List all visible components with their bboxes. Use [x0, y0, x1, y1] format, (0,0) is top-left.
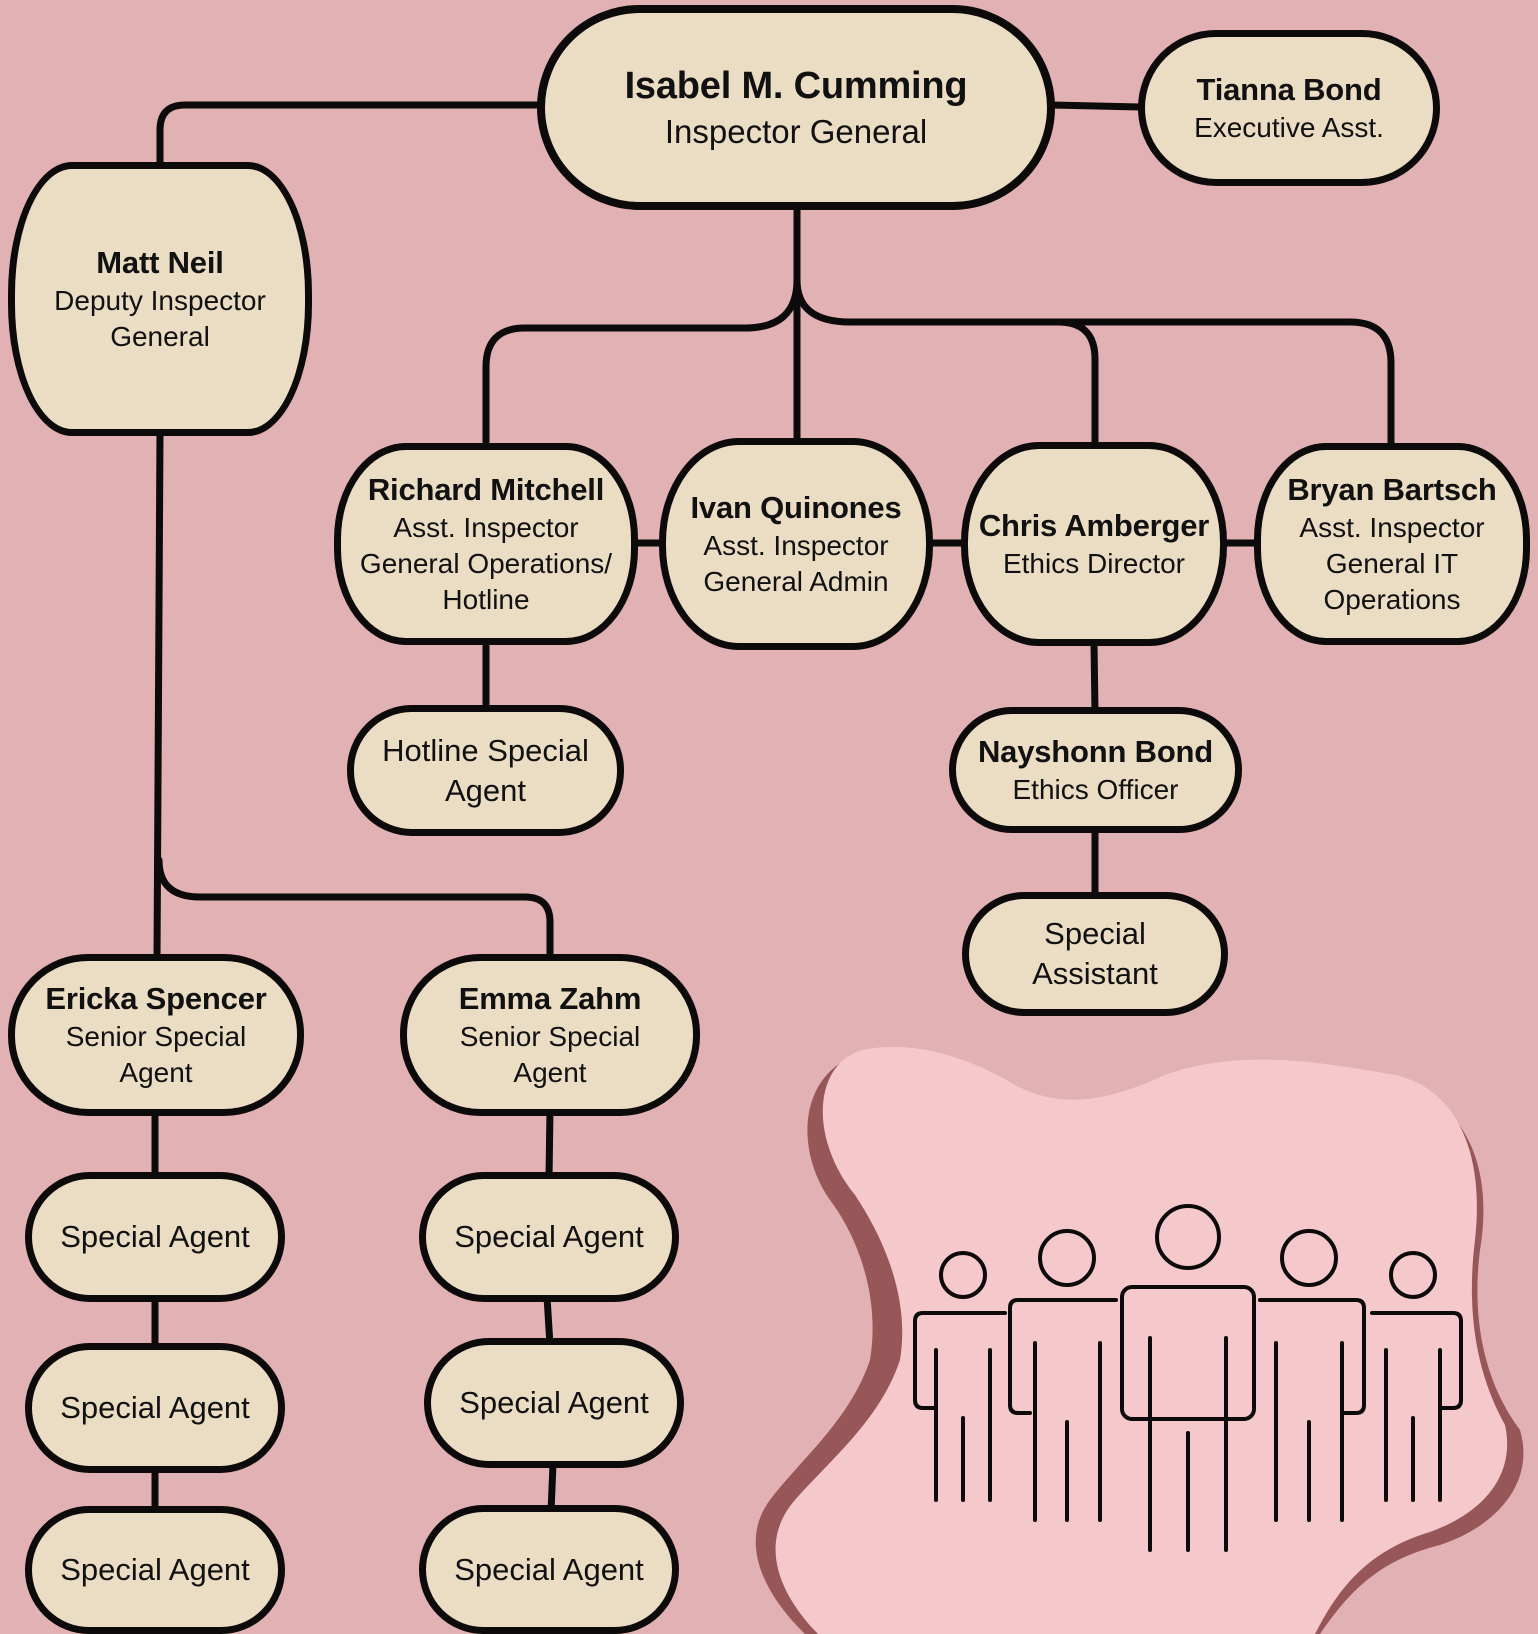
node-title: Executive Asst. — [1194, 111, 1384, 143]
node-aig-admin: Ivan Quinones Asst. Inspector General Ad… — [659, 438, 933, 650]
node-senior-special-agent-zahm: Emma Zahm Senior Special Agent — [400, 954, 700, 1116]
node-label: Special Agent — [60, 1219, 250, 1255]
person-icon — [939, 1251, 987, 1299]
person-icon — [1155, 1204, 1221, 1270]
node-title: Senior Special Agent — [65, 1021, 247, 1088]
node-special-assistant: Special Assistant — [962, 892, 1228, 1016]
node-special-agent: Special Agent — [424, 1338, 684, 1468]
node-label: Hotline Special Agent — [382, 732, 589, 808]
connector-to-bartsch — [1054, 318, 1395, 449]
node-aig-operations-hotline: Richard Mitchell Asst. Inspector General… — [334, 443, 638, 645]
person-icon — [1280, 1229, 1338, 1287]
node-title: Ethics Officer — [1012, 773, 1179, 805]
node-special-agent: Special Agent — [419, 1505, 679, 1634]
node-special-agent: Special Agent — [25, 1172, 285, 1302]
node-name: Emma Zahm — [458, 981, 642, 1017]
connector-zahm-agent1 — [545, 1106, 554, 1182]
connector-head-deputy — [156, 101, 544, 168]
person-icon — [1038, 1229, 1096, 1287]
node-title: Senior Special Agent — [459, 1021, 641, 1088]
node-special-agent: Special Agent — [25, 1343, 285, 1473]
node-name: Matt Neil — [96, 245, 224, 281]
node-title: Deputy Inspector General — [54, 285, 266, 352]
connector-zahm-agent2 — [543, 1293, 554, 1349]
connector-to-amberger — [793, 276, 1099, 448]
connector-amberger-nayshonn — [1090, 639, 1099, 716]
node-name: Tianna Bond — [1196, 72, 1382, 108]
node-special-agent: Special Agent — [419, 1172, 679, 1302]
node-deputy-inspector-general: Matt Neil Deputy Inspector General — [8, 162, 312, 436]
node-ethics-officer: Nayshonn Bond Ethics Officer — [949, 707, 1242, 833]
node-title: Asst. Inspector General Admin — [703, 530, 889, 597]
person-icon — [1389, 1251, 1437, 1299]
connector-head-assistant — [1048, 101, 1144, 111]
node-label: Special Agent — [459, 1385, 649, 1421]
node-aig-it-operations: Bryan Bartsch Asst. Inspector General IT… — [1254, 443, 1530, 645]
node-ethics-director: Chris Amberger Ethics Director — [961, 442, 1227, 646]
node-label: Special Agent — [454, 1551, 644, 1587]
node-name: Richard Mitchell — [367, 472, 605, 508]
node-senior-special-agent-spencer: Ericka Spencer Senior Special Agent — [8, 954, 304, 1116]
node-label: Special Agent — [60, 1390, 250, 1426]
connector-zahm-agent3 — [547, 1460, 557, 1516]
node-name: Nayshonn Bond — [977, 734, 1214, 770]
node-special-agent: Special Agent — [25, 1506, 285, 1634]
connector-to-mitchell — [482, 276, 801, 448]
node-name: Bryan Bartsch — [1287, 472, 1497, 508]
node-title: Asst. Inspector General IT Operations — [1299, 512, 1485, 615]
node-name: Ivan Quinones — [690, 490, 902, 526]
node-title: Asst. Inspector General Operations/ Hotl… — [359, 512, 613, 615]
connector-deputy-zahm — [155, 856, 554, 962]
node-title: Inspector General — [664, 112, 928, 150]
node-name: Isabel M. Cumming — [624, 65, 968, 108]
node-hotline-special-agent: Hotline Special Agent — [347, 705, 624, 836]
blob — [775, 1046, 1508, 1634]
node-name: Ericka Spencer — [45, 981, 267, 1017]
node-inspector-general: Isabel M. Cumming Inspector General — [537, 5, 1055, 210]
node-title: Ethics Director — [1002, 547, 1186, 579]
node-executive-assistant: Tianna Bond Executive Asst. — [1138, 30, 1440, 186]
node-label: Special Agent — [454, 1219, 644, 1255]
node-label: Special Agent — [60, 1552, 250, 1588]
node-name: Chris Amberger — [978, 508, 1210, 544]
node-label: Special Assistant — [1032, 916, 1158, 991]
